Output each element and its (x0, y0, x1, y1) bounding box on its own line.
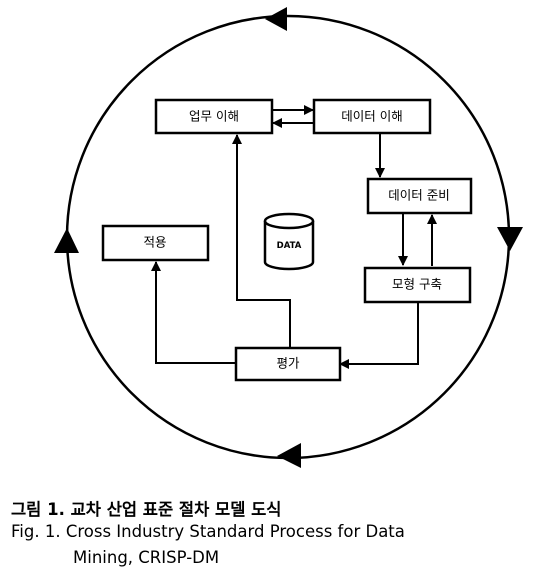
node-business-label: 업무 이해 (189, 109, 239, 124)
node-evaluation-label: 평가 (276, 356, 300, 371)
node-data-understanding-label: 데이터 이해 (341, 109, 402, 124)
caption-korean: 그림 1. 교차 산업 표준 절차 모델 도식 (11, 500, 282, 519)
caption-english-line1: Fig. 1. Cross Industry Standard Process … (11, 522, 405, 541)
arrow-evaluation-to-deploy (151, 261, 235, 364)
arrow-evaluation-to-business (232, 134, 291, 347)
data-cylinder: DATA (263, 212, 315, 271)
cycle-arrowhead-left (54, 228, 79, 253)
node-business-understanding: 업무 이해 (154, 98, 274, 135)
node-data-preparation: 데이터 준비 (366, 177, 473, 215)
node-data-prep-label: 데이터 준비 (388, 188, 449, 203)
data-label: DATA (277, 241, 302, 251)
node-modeling-label: 모형 구축 (392, 277, 442, 292)
arrow-modeling-to-evaluation (339, 302, 419, 369)
node-evaluation: 평가 (234, 346, 342, 382)
cycle-arrowhead-right (497, 227, 523, 251)
cycle-arrowhead-top (265, 7, 287, 31)
node-deployment: 적용 (101, 224, 210, 262)
crisp-dm-diagram: DATA 업무 이해 데이터 이해 데이터 준비 적용 모형 구축 평가 (54, 7, 523, 468)
caption-english-line2: Mining, CRISP-DM (73, 548, 220, 567)
node-modeling: 모형 구축 (363, 266, 472, 304)
node-data-understanding: 데이터 이해 (312, 98, 432, 135)
cycle-arrowhead-bottom (277, 443, 301, 468)
node-deploy-label: 적용 (143, 235, 166, 250)
